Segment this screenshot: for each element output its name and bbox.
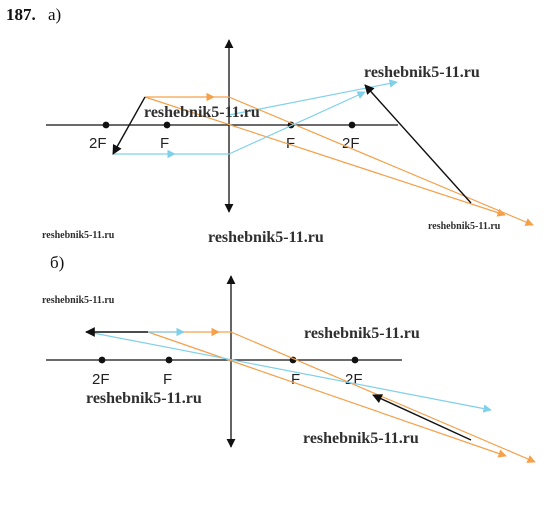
image-arrow-b xyxy=(372,394,472,441)
part-b-diagram: 2F F F 2F xyxy=(46,275,536,463)
point-f-left-b xyxy=(165,356,173,364)
blue-ray-a-3 xyxy=(228,91,366,155)
point-f-left-a xyxy=(163,121,171,129)
watermark-b-3: reshebnik5-11.ru xyxy=(86,390,202,407)
label-2f-right-a: 2F xyxy=(342,135,360,152)
orange-ray-a-4 xyxy=(144,96,506,217)
point-2f-right-b xyxy=(351,356,359,364)
point-2f-left-b xyxy=(98,356,106,364)
label-2f-left-a: 2F xyxy=(89,135,107,152)
part-a-label: а) xyxy=(48,5,61,24)
label-f-left-a: F xyxy=(160,135,169,152)
label-f-right-a: F xyxy=(286,135,295,152)
watermark-b-2: reshebnik5-11.ru xyxy=(304,325,420,342)
watermark-b-4: reshebnik5-11.ru xyxy=(303,430,419,447)
orange-ray-b-4 xyxy=(147,331,507,458)
point-2f-right-a xyxy=(348,121,356,129)
image-arrow-a xyxy=(364,84,472,204)
label-f-left-b: F xyxy=(163,371,172,388)
watermark-a-5: reshebnik5-11.ru xyxy=(428,221,501,232)
watermark-a-3: reshebnik5-11.ru xyxy=(42,230,115,241)
watermark-a-1: reshebnik5-11.ru xyxy=(364,64,480,81)
orange-ray-a-3 xyxy=(228,96,534,226)
watermark-b-1: reshebnik5-11.ru xyxy=(42,295,115,306)
label-f-right-b: F xyxy=(291,371,300,388)
watermark-a-2: reshebnik5-11.ru xyxy=(144,104,260,121)
part-b-label: б) xyxy=(50,253,64,272)
part-a-diagram: 2F F F 2F xyxy=(46,39,534,226)
point-2f-left-a xyxy=(102,121,110,129)
watermark-a-4: reshebnik5-11.ru xyxy=(208,229,324,246)
blue-ray-b-2 xyxy=(87,331,492,413)
object-arrow-a xyxy=(112,96,146,155)
problem-number: 187. xyxy=(6,5,36,24)
label-2f-left-b: 2F xyxy=(92,371,110,388)
label-2f-right-b: 2F xyxy=(345,371,363,388)
